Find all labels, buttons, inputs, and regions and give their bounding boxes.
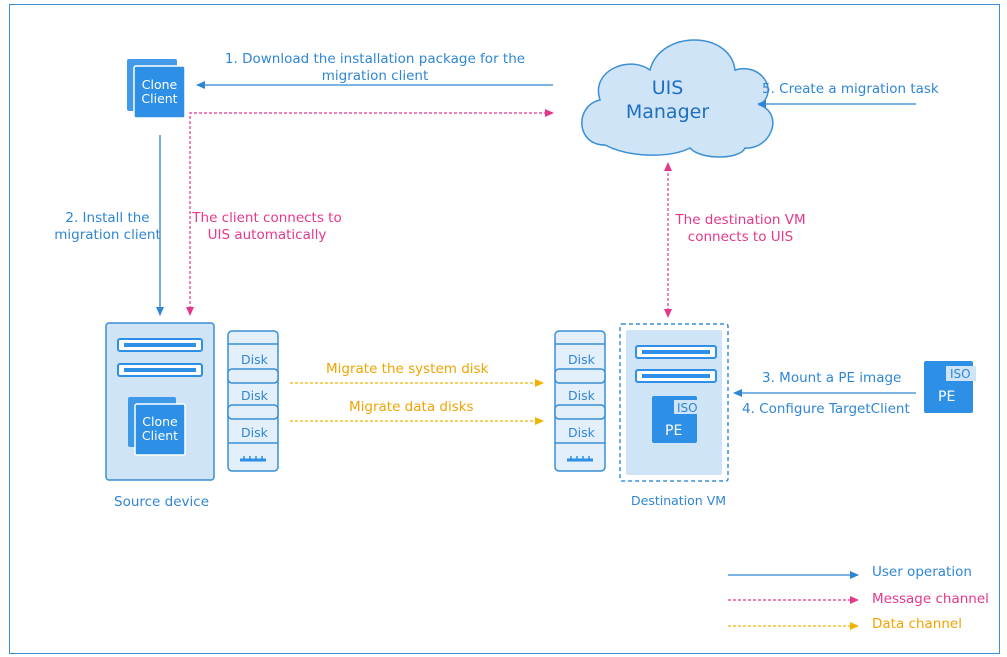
source-disk-3-label: Disk [241, 425, 268, 440]
destination-iso-label: ISO [677, 401, 698, 415]
diagram-frame [9, 4, 1000, 654]
source-device-box [105, 322, 215, 481]
step2-line1: 2. Install the [65, 210, 150, 226]
source-clone-client-line2: Client [141, 428, 179, 443]
destination-connects-line2: connects to UIS [687, 229, 794, 245]
source-clone-client-line1: Clone [142, 414, 178, 429]
uis-manager-label: UIS Manager [615, 76, 720, 124]
destination-disk-2-label: Disk [568, 388, 595, 403]
source-clone-client-label: Clone Client [135, 415, 185, 443]
client-connects-label: The client connects to UIS automatically [188, 210, 346, 244]
right-pe-label: PE [938, 389, 956, 405]
arrow-client-connects [186, 109, 554, 316]
legend-data-channel-label: Data channel [872, 616, 962, 632]
legend-user-operation-label: User operation [872, 564, 972, 580]
destination-disk-3-label: Disk [568, 425, 595, 440]
client-connects-line1: The client connects to [192, 210, 342, 226]
destination-disk-stack [554, 330, 606, 472]
step3-label: 3. Mount a PE image [762, 370, 902, 386]
step5-label: 5. Create a migration task [762, 81, 939, 97]
uis-manager-line2: Manager [625, 101, 710, 123]
uis-manager-cloud [581, 39, 774, 158]
source-device-label: Source device [114, 494, 210, 510]
destination-vm-box [619, 323, 729, 482]
step1-line2: migration client [321, 68, 429, 84]
source-disk-2-label: Disk [241, 388, 268, 403]
step1-line1: 1. Download the installation package for… [224, 51, 526, 67]
uis-manager-line1: UIS [651, 77, 684, 99]
system-disk-label: Migrate the system disk [326, 361, 489, 377]
clone-client-icon [127, 59, 186, 119]
step4-label: 4. Configure TargetClient [742, 401, 910, 417]
destination-vm-label: Destination VM [631, 493, 727, 508]
destination-pe-label: PE [665, 423, 683, 439]
client-connects-line2: UIS automatically [207, 227, 327, 243]
clone-client-line2: Client [141, 91, 178, 106]
destination-disk-1-label: Disk [568, 352, 595, 367]
destination-connects-label: The destination VM connects to UIS [668, 212, 813, 246]
clone-client-label: Clone Client [134, 78, 185, 106]
data-disks-label: Migrate data disks [349, 399, 474, 415]
step1-label: 1. Download the installation package for… [220, 51, 530, 85]
clone-client-line1: Clone [141, 77, 178, 92]
step2-label: 2. Install the migration client [50, 210, 165, 244]
source-disk-1-label: Disk [241, 352, 268, 367]
destination-connects-line1: The destination VM [675, 212, 806, 228]
legend-message-channel-label: Message channel [872, 591, 989, 607]
step2-line2: migration client [54, 227, 161, 243]
iso-pe-icon [924, 361, 976, 413]
source-disk-stack [227, 330, 279, 472]
right-iso-label: ISO [950, 367, 971, 381]
